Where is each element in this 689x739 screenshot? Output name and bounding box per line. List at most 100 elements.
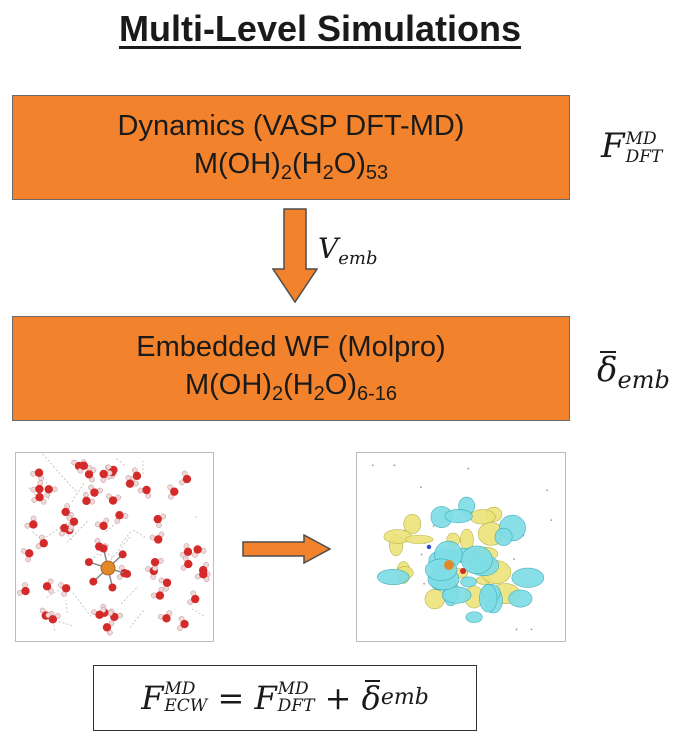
oxygen-atom [84,470,94,479]
oxygen-atom [79,461,89,470]
hydrogen-bond [115,457,125,466]
hydrogen-bond [66,520,88,543]
density-lobe-cyan [465,611,483,623]
oxygen-atom [99,521,108,531]
embedded-box-formula: M(OH)2(H2O)6-16 [184,369,398,405]
embedding-density-illustration [371,464,553,631]
oxygen-atom [108,496,118,505]
density-lobe-cyan [511,567,545,588]
density-lobe-cyan [460,576,477,588]
hydrogen-bond [129,610,144,628]
density-lobe-cyan [377,569,410,585]
hydrogen-bond [71,483,85,502]
oxygen-atom [35,493,44,502]
density-lobe-cyan [444,509,473,524]
density-lobe-cyan [479,584,498,613]
density-lobe-yellow [424,588,445,610]
oxygen-atom [182,474,192,484]
oxygen-atom [115,510,124,520]
oxygen-atom [61,507,70,517]
oxygen-atom [162,578,172,587]
nitrogen-atom [426,544,432,550]
dynamics-box-formula: M(OH)2(H2O)53 [193,148,389,184]
oxygen-atom [35,484,44,494]
oxygen-atom [90,488,99,497]
oxygen-atom [108,583,117,592]
down-arrow [272,208,318,304]
oxygen-atom [84,558,93,567]
dynamics-box-label: Dynamics (VASP DFT-MD) [117,110,465,142]
hydrogen-bond [120,585,139,605]
oxygen-atom [193,545,202,554]
oxygen-atom [99,544,108,553]
oxygen-atom [25,549,34,558]
density-lobe-cyan [508,589,533,608]
oxygen-atom [153,514,162,524]
hydrogen-bond [191,608,205,617]
hydrogen-bond [65,599,68,614]
background-atom [432,525,435,527]
background-atom [550,519,553,522]
oxygen-atom [184,559,193,569]
oxygen-atom [155,591,165,600]
oxygen-atom [99,469,108,479]
oxygen-atom [154,535,163,544]
background-atom [546,489,548,492]
background-atom [393,464,396,467]
metal-atom [100,560,116,576]
oxygen-atom [21,586,30,596]
oxygen-atom [132,471,142,481]
oxygen-atom [170,487,179,496]
oxygen-atom [39,539,48,548]
oxygen-atom [191,594,200,604]
oxygen-atom [89,577,98,586]
density-lobe-cyan [461,545,493,575]
background-atom [420,553,423,556]
background-atom [467,467,470,470]
page-title: Multi-Level Simulations [118,8,522,49]
embedded-wf-box: Embedded WF (Molpro) M(OH)2(H2O)6-16 [12,316,570,421]
hydrogen-bond [119,531,132,546]
oxygen-atom [42,582,52,591]
background-atom [513,558,515,560]
density-lobe-cyan [442,586,472,604]
density-lobe-yellow [403,513,422,535]
hydrogen-bond [62,528,73,541]
oxygen-atom [61,584,71,593]
hydrogen-atom [37,480,44,486]
hydrogen-bond [33,443,55,468]
delta-emb-symbol: δemb [597,350,670,394]
oxygen-atom [48,615,58,624]
oxygen-atom [44,485,53,494]
hydrogen-bond [109,536,131,562]
background-atom [371,464,374,467]
background-atom [530,628,533,631]
hydrogen-atom [122,513,129,519]
hydrogen-bond [45,478,50,500]
embedded-box-label: Embedded WF (Molpro) [136,331,446,363]
md-structure-image [15,443,214,642]
oxygen-atom [150,557,160,567]
background-atom [515,628,518,631]
oxygen-atom [125,479,135,488]
hydrogen-bond [55,469,79,494]
hydrogen-bond [45,521,69,538]
dynamics-box: Dynamics (VASP DFT-MD) M(OH)2(H2O)53 [12,95,570,200]
metal-atom [444,560,454,570]
embedding-density-image [356,452,566,642]
oxygen-atom [183,547,193,557]
background-atom [419,486,422,488]
oxygen-atom [69,517,79,526]
oxygen-atom [118,550,127,559]
oxygen-atom [142,485,151,495]
background-atom [423,582,426,585]
v-emb-label: Vemb [318,232,378,269]
oxygen-atom [123,569,132,578]
water-molecules-illustration [16,443,211,636]
oxygen-atom [60,523,69,533]
oxygen-atom [460,568,466,574]
oxygen-atom [102,623,112,632]
density-lobe-yellow [469,509,496,525]
